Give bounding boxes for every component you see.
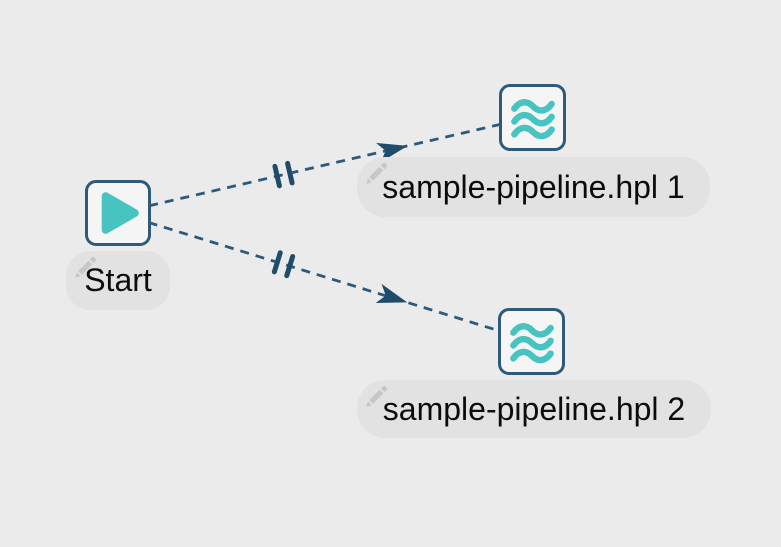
start-action-node[interactable] bbox=[85, 180, 151, 246]
parallel-execution-marker-1[interactable] bbox=[272, 160, 295, 189]
pipeline-waves-icon bbox=[509, 322, 554, 363]
pipeline2-action-node[interactable] bbox=[498, 308, 565, 375]
start-node-label: Start bbox=[84, 262, 152, 298]
start-node-label-pill[interactable]: Start bbox=[66, 251, 170, 310]
edge-line-1[interactable] bbox=[117, 115, 533, 215]
play-icon bbox=[101, 192, 139, 234]
arrowhead-icon-2 bbox=[375, 283, 408, 304]
edge-line-2[interactable] bbox=[117, 211, 533, 343]
pipeline1-node-label-pill[interactable]: sample-pipeline.hpl 1 bbox=[357, 157, 710, 217]
pipeline-waves-icon bbox=[510, 98, 555, 139]
pipeline1-node-label: sample-pipeline.hpl 1 bbox=[382, 168, 685, 205]
pipeline1-action-node[interactable] bbox=[499, 84, 566, 151]
pipeline2-node-label-pill[interactable]: sample-pipeline.hpl 2 bbox=[357, 380, 711, 438]
edge-start-to-pipeline2[interactable] bbox=[117, 211, 533, 343]
parallel-execution-marker-2[interactable] bbox=[271, 250, 296, 279]
pipeline2-node-label: sample-pipeline.hpl 2 bbox=[382, 390, 686, 427]
